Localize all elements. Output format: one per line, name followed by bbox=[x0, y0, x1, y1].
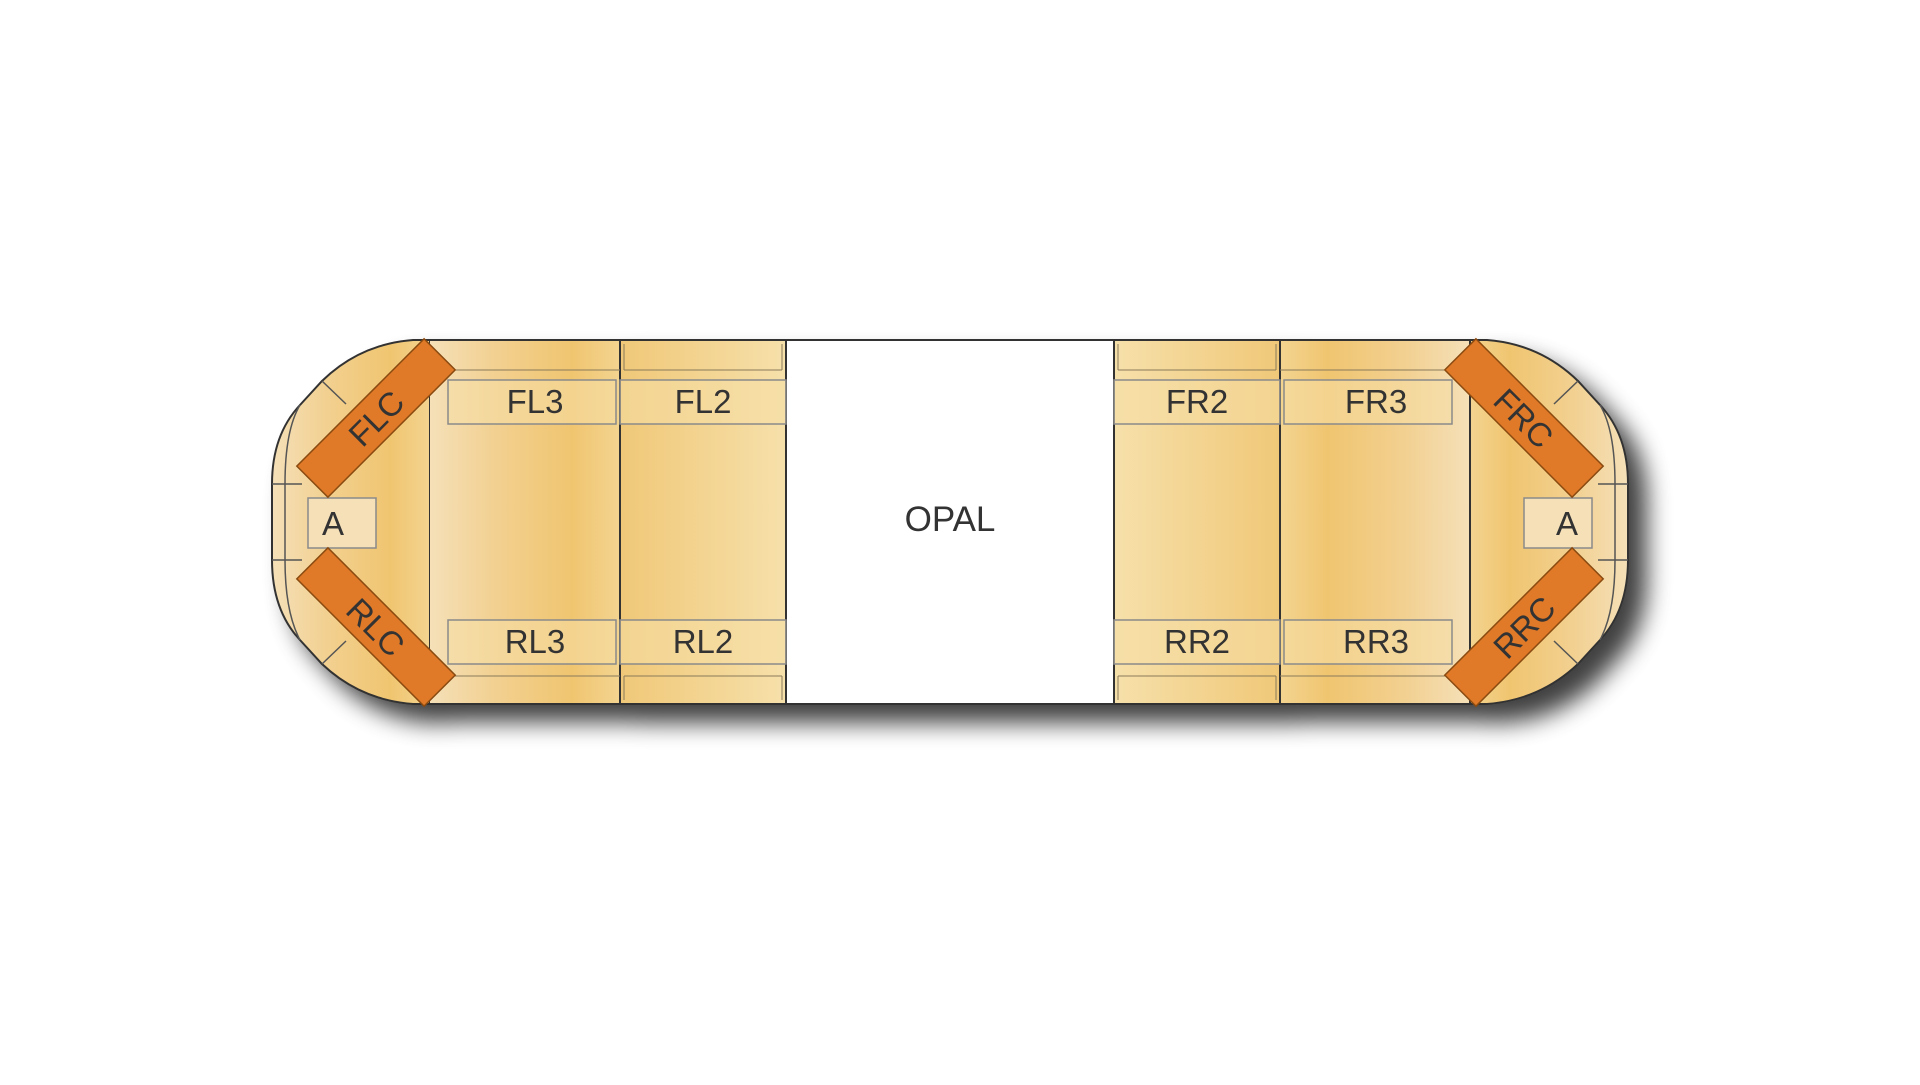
end-cap-segments bbox=[272, 380, 1628, 665]
rr2-box bbox=[1113, 619, 1281, 665]
fl3-box bbox=[447, 379, 617, 425]
rl3-label: RL3 bbox=[505, 623, 566, 660]
rl3-box bbox=[447, 619, 617, 665]
module-labels: FL3 FL2 FR2 FR3 RL3 RL2 RR2 RR3 A A OPAL bbox=[322, 383, 1578, 660]
rrc-module: RRC bbox=[1443, 546, 1605, 708]
rr3-box bbox=[1283, 619, 1453, 665]
rl2-box bbox=[619, 619, 787, 665]
right-a-box bbox=[1523, 497, 1593, 549]
fr2-label: FR2 bbox=[1166, 383, 1228, 420]
fr2-box bbox=[1113, 379, 1281, 425]
edge-strips bbox=[430, 344, 1470, 700]
right-a-label: A bbox=[1556, 505, 1578, 542]
fl2-box bbox=[619, 379, 787, 425]
center-label: OPAL bbox=[905, 500, 996, 539]
fr3-box bbox=[1283, 379, 1453, 425]
fl3-label: FL3 bbox=[507, 383, 564, 420]
rr3-label: RR3 bbox=[1343, 623, 1409, 660]
fl2-label: FL2 bbox=[675, 383, 732, 420]
rr2-label: RR2 bbox=[1164, 623, 1230, 660]
left-a-label: A bbox=[322, 505, 344, 542]
left-a-box bbox=[307, 497, 377, 549]
rear-label-boxes bbox=[447, 619, 1453, 665]
fr3-label: FR3 bbox=[1345, 383, 1407, 420]
center-section bbox=[785, 339, 1115, 705]
rl2-label: RL2 bbox=[673, 623, 734, 660]
front-label-boxes bbox=[447, 379, 1453, 425]
